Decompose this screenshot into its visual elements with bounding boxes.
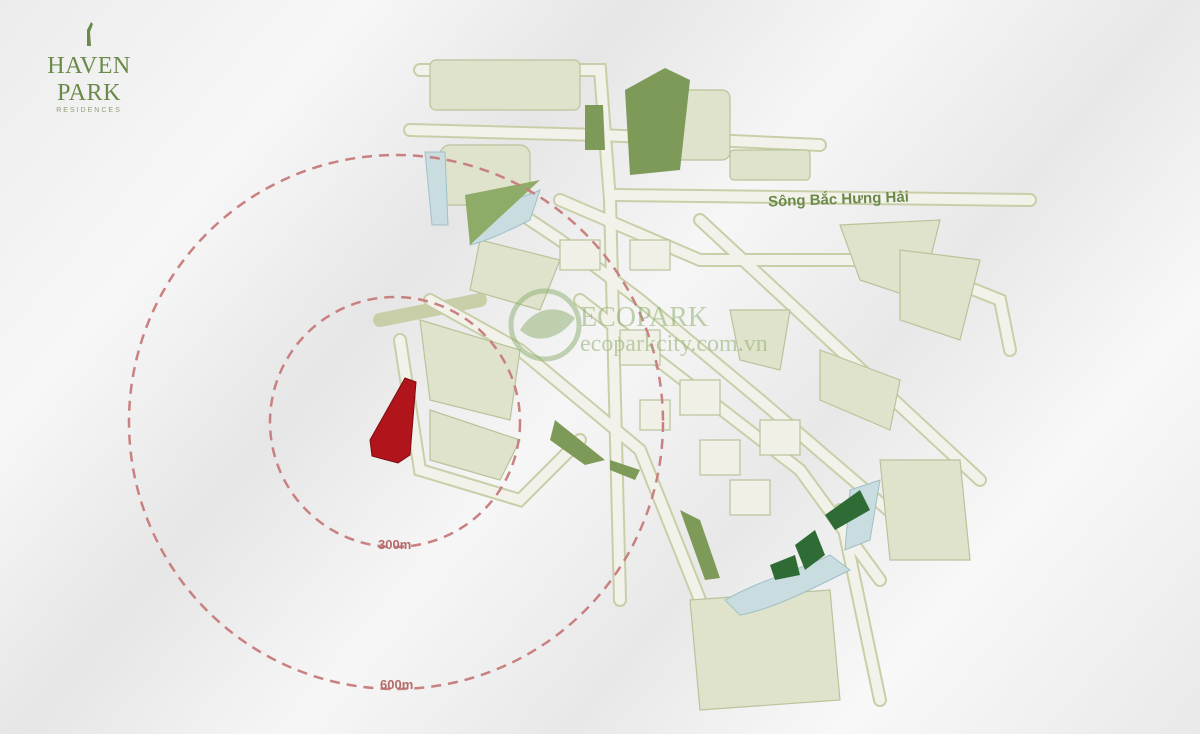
watermark-url: ecoparkcity.com.vn: [580, 331, 768, 357]
haven-park-logo: HAVEN PARK RESIDENCES: [14, 20, 164, 114]
dark-green-parks: [770, 490, 870, 580]
haven-park-site: [369, 377, 417, 464]
radius-600m-label: 600m: [380, 677, 414, 692]
bamboo-logo-icon: [87, 22, 93, 46]
radius-600m-circle: [127, 153, 665, 691]
watermark: ECOPARK ecoparkcity.com.vn: [580, 302, 768, 357]
brand-subtitle: RESIDENCES: [56, 107, 122, 114]
watermark-title: ECOPARK: [580, 302, 709, 333]
radius-300m-label: 300m: [378, 537, 412, 552]
radius-300m-circle: [268, 295, 522, 549]
brand-name: HAVEN PARK: [47, 53, 131, 106]
residential-blocks: [419, 59, 981, 711]
ecopark-watermark-icon: [508, 288, 582, 362]
green-parks: [465, 68, 720, 580]
